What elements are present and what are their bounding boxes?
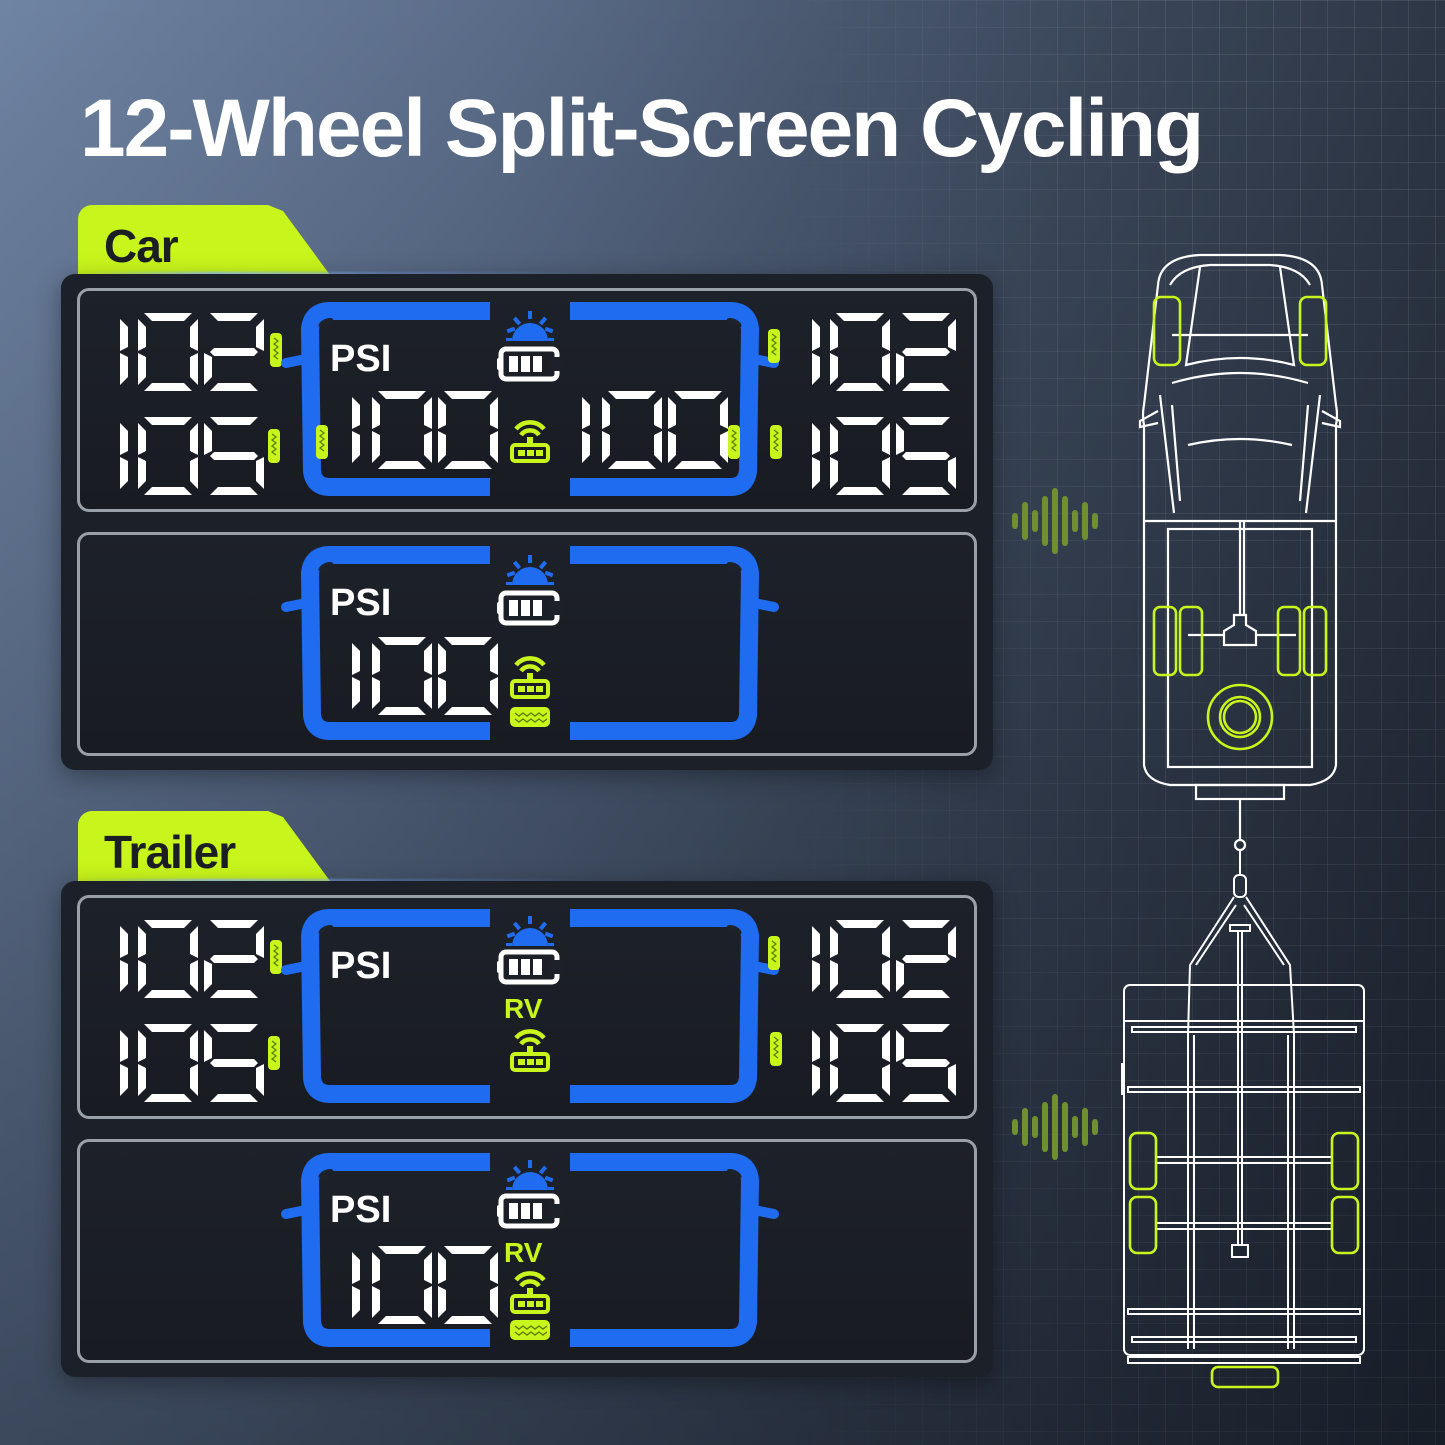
signal-sensor-icon — [512, 658, 548, 697]
sun-icon — [506, 916, 554, 946]
trailer-outline — [1121, 851, 1365, 1364]
rear-left-tire-icon — [267, 428, 281, 464]
inner-right-tire-icon — [727, 424, 741, 460]
signal-sensor-icon — [512, 422, 548, 461]
spare-tire-icon — [509, 706, 551, 728]
section-tab-trailer: Trailer — [78, 811, 330, 881]
lcd-quad-graphic: PSI RV — [120, 898, 956, 1122]
front-left-pressure — [120, 313, 264, 391]
front-right-pressure — [812, 313, 956, 391]
psi-unit-label: PSI — [330, 945, 391, 987]
rear-left-pressure — [120, 1024, 264, 1102]
front-right-pressure — [812, 920, 956, 998]
sun-icon — [506, 1160, 554, 1190]
pickup-truck-outline — [1138, 253, 1342, 852]
battery-icon — [497, 593, 561, 623]
section-tab-car: Car — [78, 205, 330, 275]
front-right-tire-icon — [767, 328, 781, 364]
center-right-pressure — [582, 391, 728, 469]
spare-pressure — [352, 637, 498, 715]
front-left-tire-icon — [269, 332, 283, 368]
battery-icon — [497, 1196, 561, 1226]
section-label: Trailer — [104, 826, 236, 878]
center-left-pressure — [352, 391, 498, 469]
car-quad-screen: 102 — [77, 288, 977, 512]
rv-badge: RV — [504, 1237, 543, 1268]
trailer-quad-screen: PSI RV — [77, 895, 977, 1119]
rear-left-tire-icon — [267, 1035, 281, 1071]
signal-sensor-icon — [512, 1273, 548, 1312]
lcd-single-graphic: PSI RV — [80, 1142, 980, 1366]
trailer-tire-highlights — [1128, 1131, 1360, 1389]
inner-left-tire-icon — [315, 424, 329, 460]
front-left-pressure — [120, 920, 264, 998]
trailer-spare-screen: PSI RV — [77, 1139, 977, 1363]
rear-right-tire-icon — [769, 424, 783, 460]
rear-left-pressure — [120, 417, 264, 495]
front-left-tire-icon — [269, 939, 283, 975]
spare-tire-icon — [509, 1319, 551, 1341]
psi-unit-label: PSI — [330, 1189, 391, 1231]
car-spare-screen: PSI — [77, 532, 977, 756]
wireless-wave-icon — [1012, 1094, 1098, 1160]
rv-badge: RV — [504, 993, 543, 1024]
wireless-wave-icon — [1012, 488, 1098, 554]
truck-trailer-diagram — [1121, 253, 1365, 1389]
front-right-tire-icon — [767, 935, 781, 971]
car-display-panel: 102 — [61, 274, 993, 770]
sun-icon — [506, 555, 554, 585]
battery-icon — [497, 952, 561, 982]
section-label: Car — [104, 220, 179, 272]
battery-icon — [497, 349, 561, 379]
lcd-quad-graphic: PSI — [120, 291, 956, 515]
trailer-display-panel: PSI RV PSI RV — [61, 881, 993, 1377]
signal-sensor-icon — [512, 1031, 548, 1070]
tab-glow — [80, 879, 600, 882]
rear-right-pressure — [812, 417, 956, 495]
truck-tire-highlights — [1152, 295, 1328, 751]
lcd-single-graphic: PSI — [80, 535, 980, 759]
rear-right-pressure — [812, 1024, 956, 1102]
page-title: 12-Wheel Split-Screen Cycling — [80, 83, 1204, 174]
rear-right-tire-icon — [769, 1031, 783, 1067]
sun-icon — [506, 311, 554, 341]
psi-unit-label: PSI — [330, 338, 391, 380]
spare-pressure — [352, 1246, 498, 1324]
tab-glow — [80, 272, 600, 275]
psi-unit-label: PSI — [330, 582, 391, 624]
